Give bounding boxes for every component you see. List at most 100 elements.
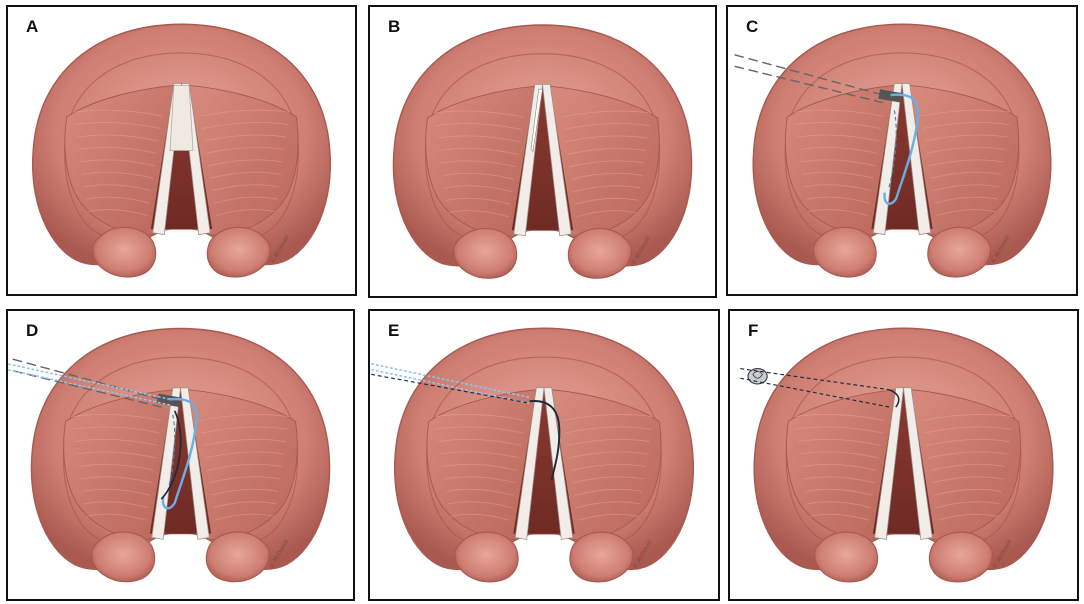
left-arytenoid (812, 226, 877, 278)
muscle-striations (792, 109, 1012, 216)
blue-suture-loop (161, 397, 198, 510)
striation-line (75, 439, 158, 446)
left-arytenoid (92, 226, 157, 278)
striation-line (928, 451, 1008, 459)
striation-line (440, 451, 520, 459)
striation-line (210, 171, 282, 179)
panel-c: C K. McDonald (726, 5, 1078, 296)
striation-line (83, 184, 151, 192)
striation-line (74, 122, 161, 129)
left-vocal-cord (151, 387, 181, 540)
panel-e: E K. McDonald (368, 309, 720, 601)
panel-f: F K. McDonald (728, 309, 1079, 601)
striation-line (800, 159, 876, 167)
striation-line (928, 159, 1004, 167)
striation-line (561, 110, 652, 118)
striation-line (572, 476, 644, 484)
striation-line (207, 463, 283, 471)
striation-line (934, 196, 998, 204)
suture-path-dashed (888, 110, 897, 189)
right-arytenoid (205, 531, 270, 583)
dark-suture (160, 410, 182, 500)
striation-line (86, 513, 147, 521)
striation-line (85, 196, 150, 204)
striation-line (214, 513, 275, 521)
striation-line (805, 488, 873, 496)
striation-line (203, 439, 286, 446)
striation-line (926, 147, 1006, 154)
muscle-striations (794, 414, 1013, 521)
left-arytenoid (91, 531, 156, 583)
striation-line (446, 488, 514, 496)
striation-line (932, 184, 1000, 192)
striation-line (204, 134, 287, 142)
left-arytenoid (453, 227, 518, 279)
striation-line (937, 513, 998, 521)
right-vocal-cord (901, 83, 932, 236)
striation-line (808, 209, 868, 216)
striation-line (794, 414, 885, 421)
button-knot (752, 371, 763, 379)
needle-tract (12, 358, 162, 408)
striation-line (924, 426, 1012, 434)
striation-line (444, 185, 512, 193)
striation-line (801, 464, 877, 471)
striation-line (797, 439, 881, 446)
striation-line (87, 209, 148, 216)
vocal-fold-illustration: K. McDonald (734, 23, 1052, 278)
striation-line (80, 159, 155, 167)
striation-line (215, 209, 276, 216)
dark-suture (529, 400, 561, 481)
anterior-web (169, 85, 194, 151)
striation-line (447, 501, 512, 509)
striation-line (574, 197, 639, 205)
striation-line (576, 501, 641, 509)
striation-line (205, 451, 285, 459)
muscle-striations (71, 414, 290, 521)
needle-tip (878, 89, 903, 103)
striation-line (211, 488, 279, 496)
striation-line (78, 147, 157, 154)
striation-line (576, 210, 637, 218)
striation-line (799, 451, 879, 459)
striation-line (76, 451, 156, 459)
striation-line (442, 172, 514, 180)
striation-line (936, 501, 1000, 509)
striation-line (802, 171, 874, 179)
striation-line (795, 426, 883, 434)
striation-line (78, 463, 154, 471)
suture-path-dashed (166, 414, 176, 494)
striation-line (76, 134, 159, 142)
panel-label: D (26, 321, 39, 340)
striation-line (930, 464, 1006, 471)
vocal-fold-illustration: K. McDonald (371, 327, 695, 583)
striation-line (444, 476, 516, 484)
striation-line (570, 464, 646, 471)
right-arytenoid (569, 531, 634, 583)
panel-label: F (748, 321, 759, 340)
panel-b: B K. McDonald (368, 5, 717, 298)
muscle-striations (434, 414, 654, 521)
left-arytenoid (814, 531, 879, 583)
striation-line (566, 439, 650, 446)
striation-line (202, 122, 289, 129)
striation-line (571, 172, 643, 180)
left-vocal-cord (874, 387, 904, 540)
striation-line (71, 414, 162, 421)
striation-line (448, 210, 509, 218)
striation-line (84, 501, 149, 509)
right-vocal-cord (542, 84, 572, 237)
striation-line (794, 122, 882, 129)
striation-line (206, 147, 285, 154)
striation-line (807, 501, 871, 509)
striation-line (81, 171, 153, 179)
striation-line (565, 426, 652, 434)
striation-line (921, 109, 1012, 117)
striation-line (200, 109, 291, 117)
striation-line (792, 109, 883, 117)
striation-line (568, 451, 648, 459)
striation-line (924, 134, 1008, 142)
blue-suture-loop (883, 93, 920, 205)
striation-line (567, 148, 647, 155)
needle-tract (734, 54, 884, 104)
